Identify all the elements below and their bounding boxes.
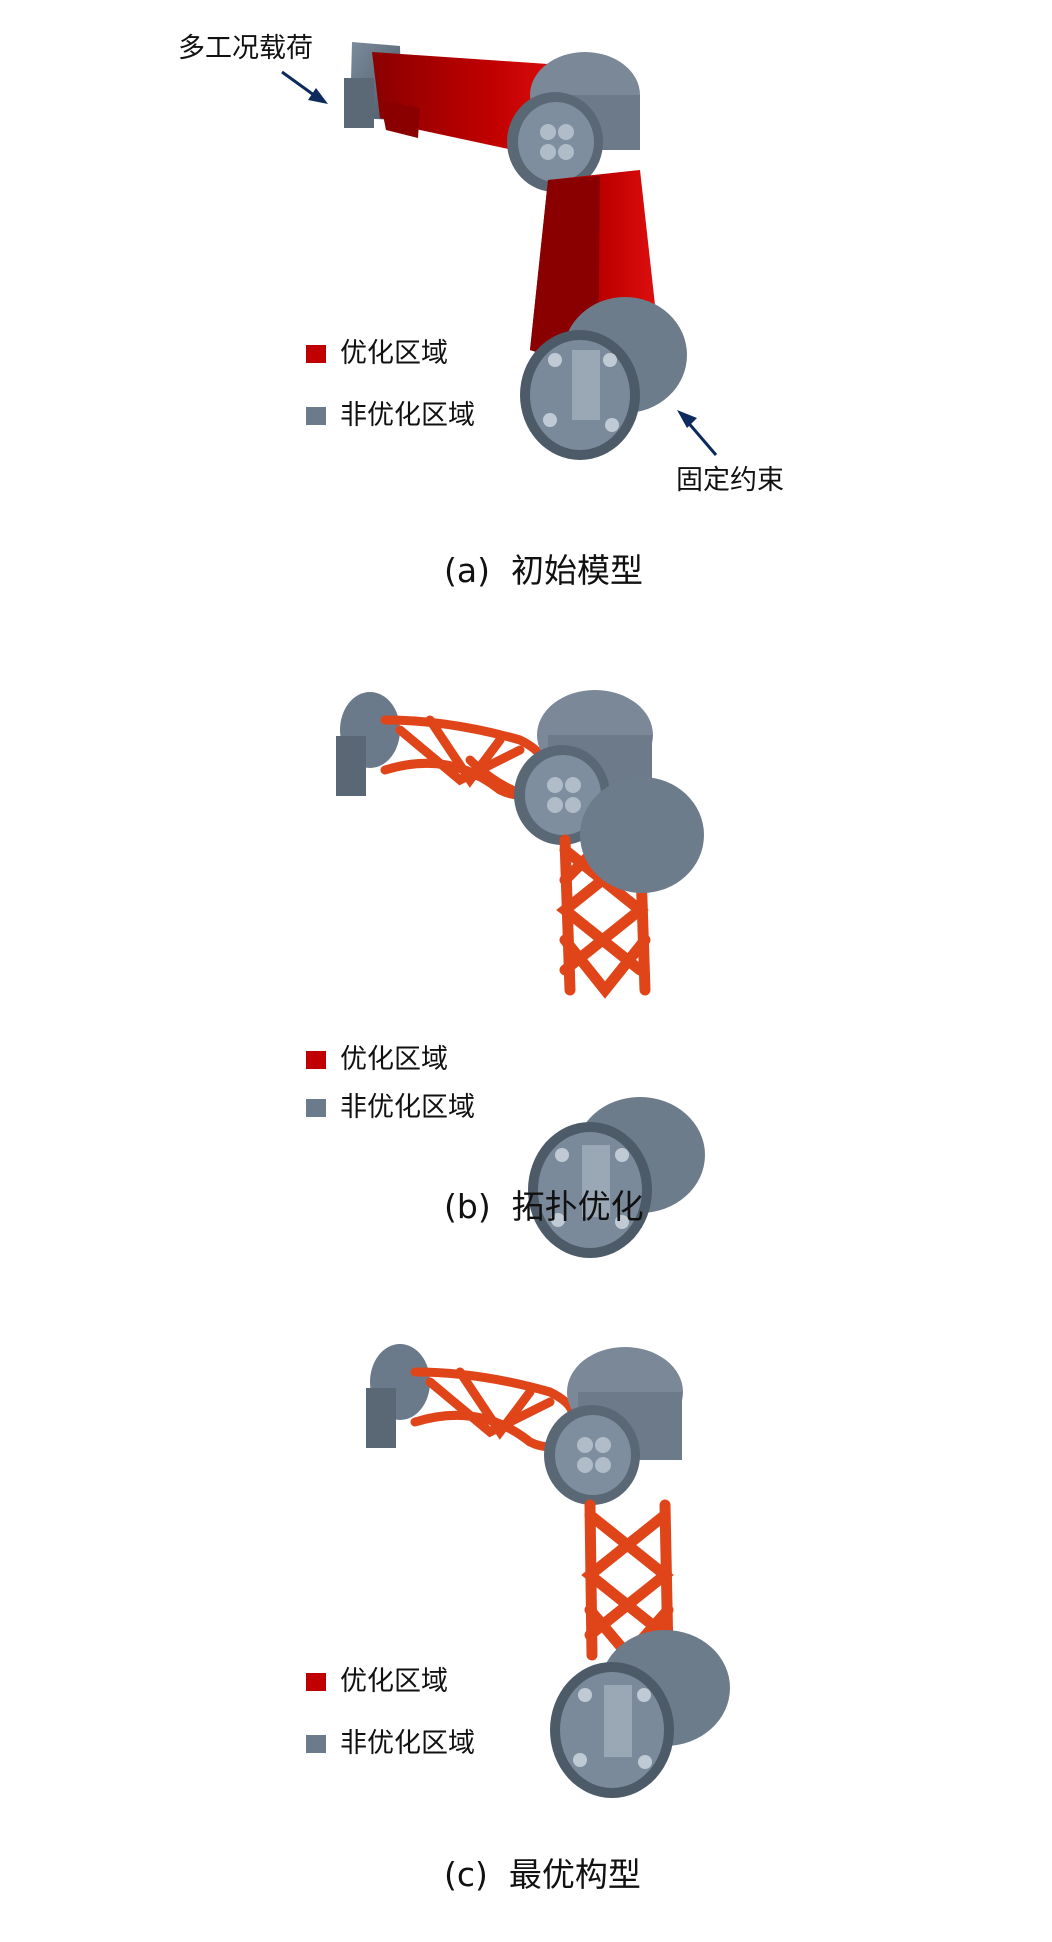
legend-non-optimized-label: 非优化区域 [340, 1728, 475, 1759]
optimized-swatch [306, 344, 326, 363]
legend-non-optimized-label: 非优化区域 [340, 1092, 475, 1123]
constraint-annotation: 固定约束 [676, 465, 784, 496]
load-annotation: 多工况载荷 [178, 33, 313, 64]
legend-non-optimized: 非优化区域 [306, 1094, 475, 1121]
panel-topology-optimization: 优化区域 非优化区域 (b) 拓扑优化 [0, 660, 1052, 1260]
legend-optimized: 优化区域 [306, 340, 448, 367]
legend-optimized-label: 优化区域 [340, 338, 448, 369]
caption-c: (c) 最优构型 [444, 1855, 641, 1894]
robot-arm-topology-optimization [336, 690, 705, 1258]
robot-arm-initial-model [281, 42, 718, 460]
legend-non-optimized-label: 非优化区域 [340, 400, 475, 431]
optimized-swatch [306, 1672, 326, 1691]
legend-non-optimized: 非优化区域 [306, 1730, 475, 1757]
robot-arm-optimal-configuration [366, 1344, 730, 1798]
caption-b: (b) 拓扑优化 [444, 1187, 644, 1226]
legend-optimized: 优化区域 [306, 1668, 448, 1695]
legend-optimized-label: 优化区域 [340, 1666, 448, 1697]
non-optimized-swatch [306, 1098, 326, 1117]
legend-optimized-label: 优化区域 [340, 1044, 448, 1075]
optimized-swatch [306, 1050, 326, 1069]
non-optimized-swatch [306, 406, 326, 425]
legend-non-optimized: 非优化区域 [306, 402, 475, 429]
legend-optimized: 优化区域 [306, 1046, 448, 1073]
non-optimized-swatch [306, 1734, 326, 1753]
panel-optimal-configuration: 优化区域 非优化区域 (c) 最优构型 [0, 1310, 1052, 1942]
panel-initial-model: 多工况载荷 固定约束 优化区域 非优化区域 (a) 初始模型 [0, 0, 1052, 600]
caption-a: (a) 初始模型 [444, 551, 643, 590]
